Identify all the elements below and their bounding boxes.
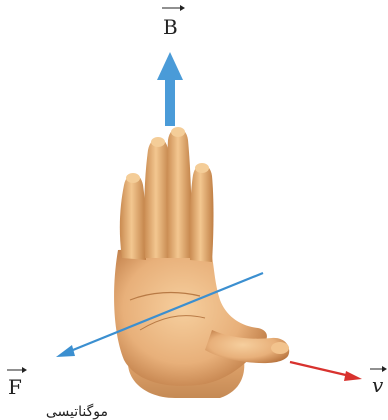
f-label: F: [8, 375, 22, 399]
caption-text: موگناتیسی: [46, 403, 108, 420]
b-label: B: [163, 15, 178, 39]
f-label-group: F: [7, 367, 27, 399]
velocity-arrow: [290, 362, 362, 381]
ring-tip: [171, 127, 185, 137]
v-label: v: [372, 373, 384, 397]
index-tip: [126, 173, 140, 183]
hand-illustration: [114, 127, 289, 398]
little-finger: [190, 164, 214, 262]
index-finger: [120, 174, 146, 260]
v-arrow-shaft: [290, 362, 350, 376]
b-arrow-shaft: [165, 78, 175, 126]
b-label-group: B: [162, 5, 185, 39]
middle-tip: [151, 137, 165, 147]
little-tip: [195, 163, 209, 173]
v-label-group: v: [370, 366, 387, 397]
b-field-arrow: [157, 52, 183, 126]
ring-finger: [167, 128, 193, 258]
v-arrow-head: [344, 371, 362, 381]
f-arrow-head: [56, 345, 75, 357]
b-arrow-head: [157, 52, 183, 80]
thumb-nail: [271, 342, 289, 354]
